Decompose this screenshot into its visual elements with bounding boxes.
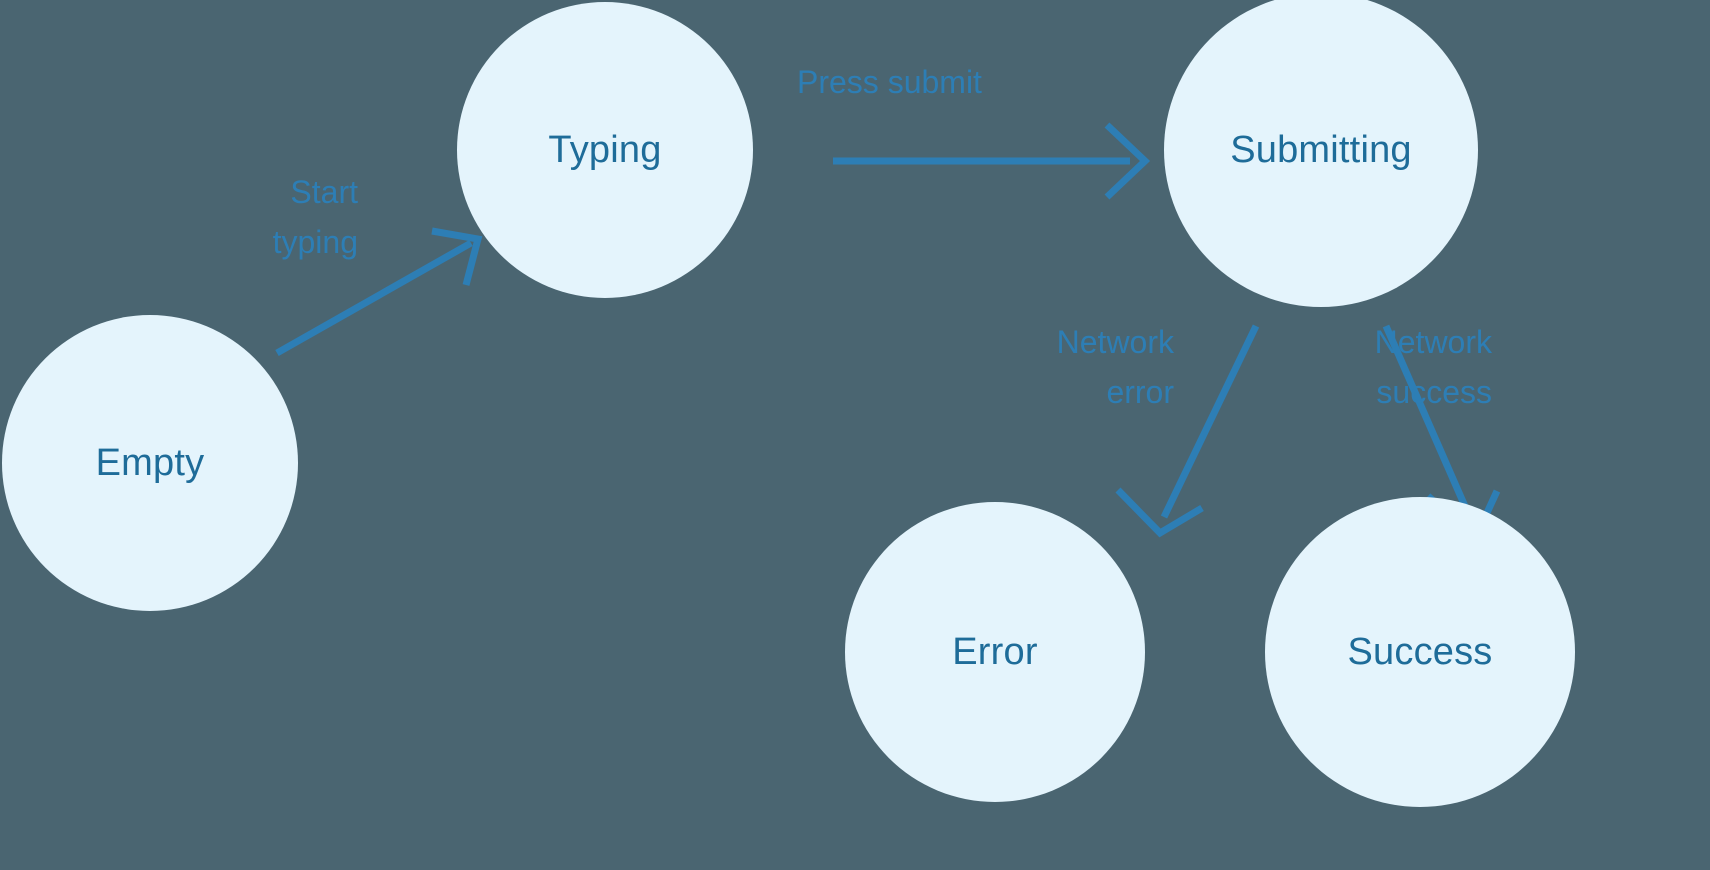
state-node-typing[interactable]: Typing <box>457 2 753 298</box>
edge-label-network-error: Network error <box>1056 324 1174 410</box>
state-node-error[interactable]: Error <box>845 502 1145 802</box>
edge-submitting-to-error <box>1115 324 1260 538</box>
edge-empty-to-typing <box>275 227 483 357</box>
state-node-empty[interactable]: Empty <box>2 315 298 611</box>
state-node-label: Typing <box>548 128 662 171</box>
state-node-label: Error <box>952 630 1038 673</box>
state-node-label: Submitting <box>1230 128 1412 171</box>
edge-label-start-typing: Start typing <box>272 174 358 260</box>
state-node-success[interactable]: Success <box>1265 497 1575 807</box>
edge-typing-to-submitting <box>833 122 1151 200</box>
edge-label-network-success: Network success <box>1374 324 1492 410</box>
state-node-label: Empty <box>95 441 205 484</box>
state-node-submitting[interactable]: Submitting <box>1164 0 1478 307</box>
edge-label-press-submit: Press submit <box>797 64 982 100</box>
state-node-label: Success <box>1347 630 1493 673</box>
